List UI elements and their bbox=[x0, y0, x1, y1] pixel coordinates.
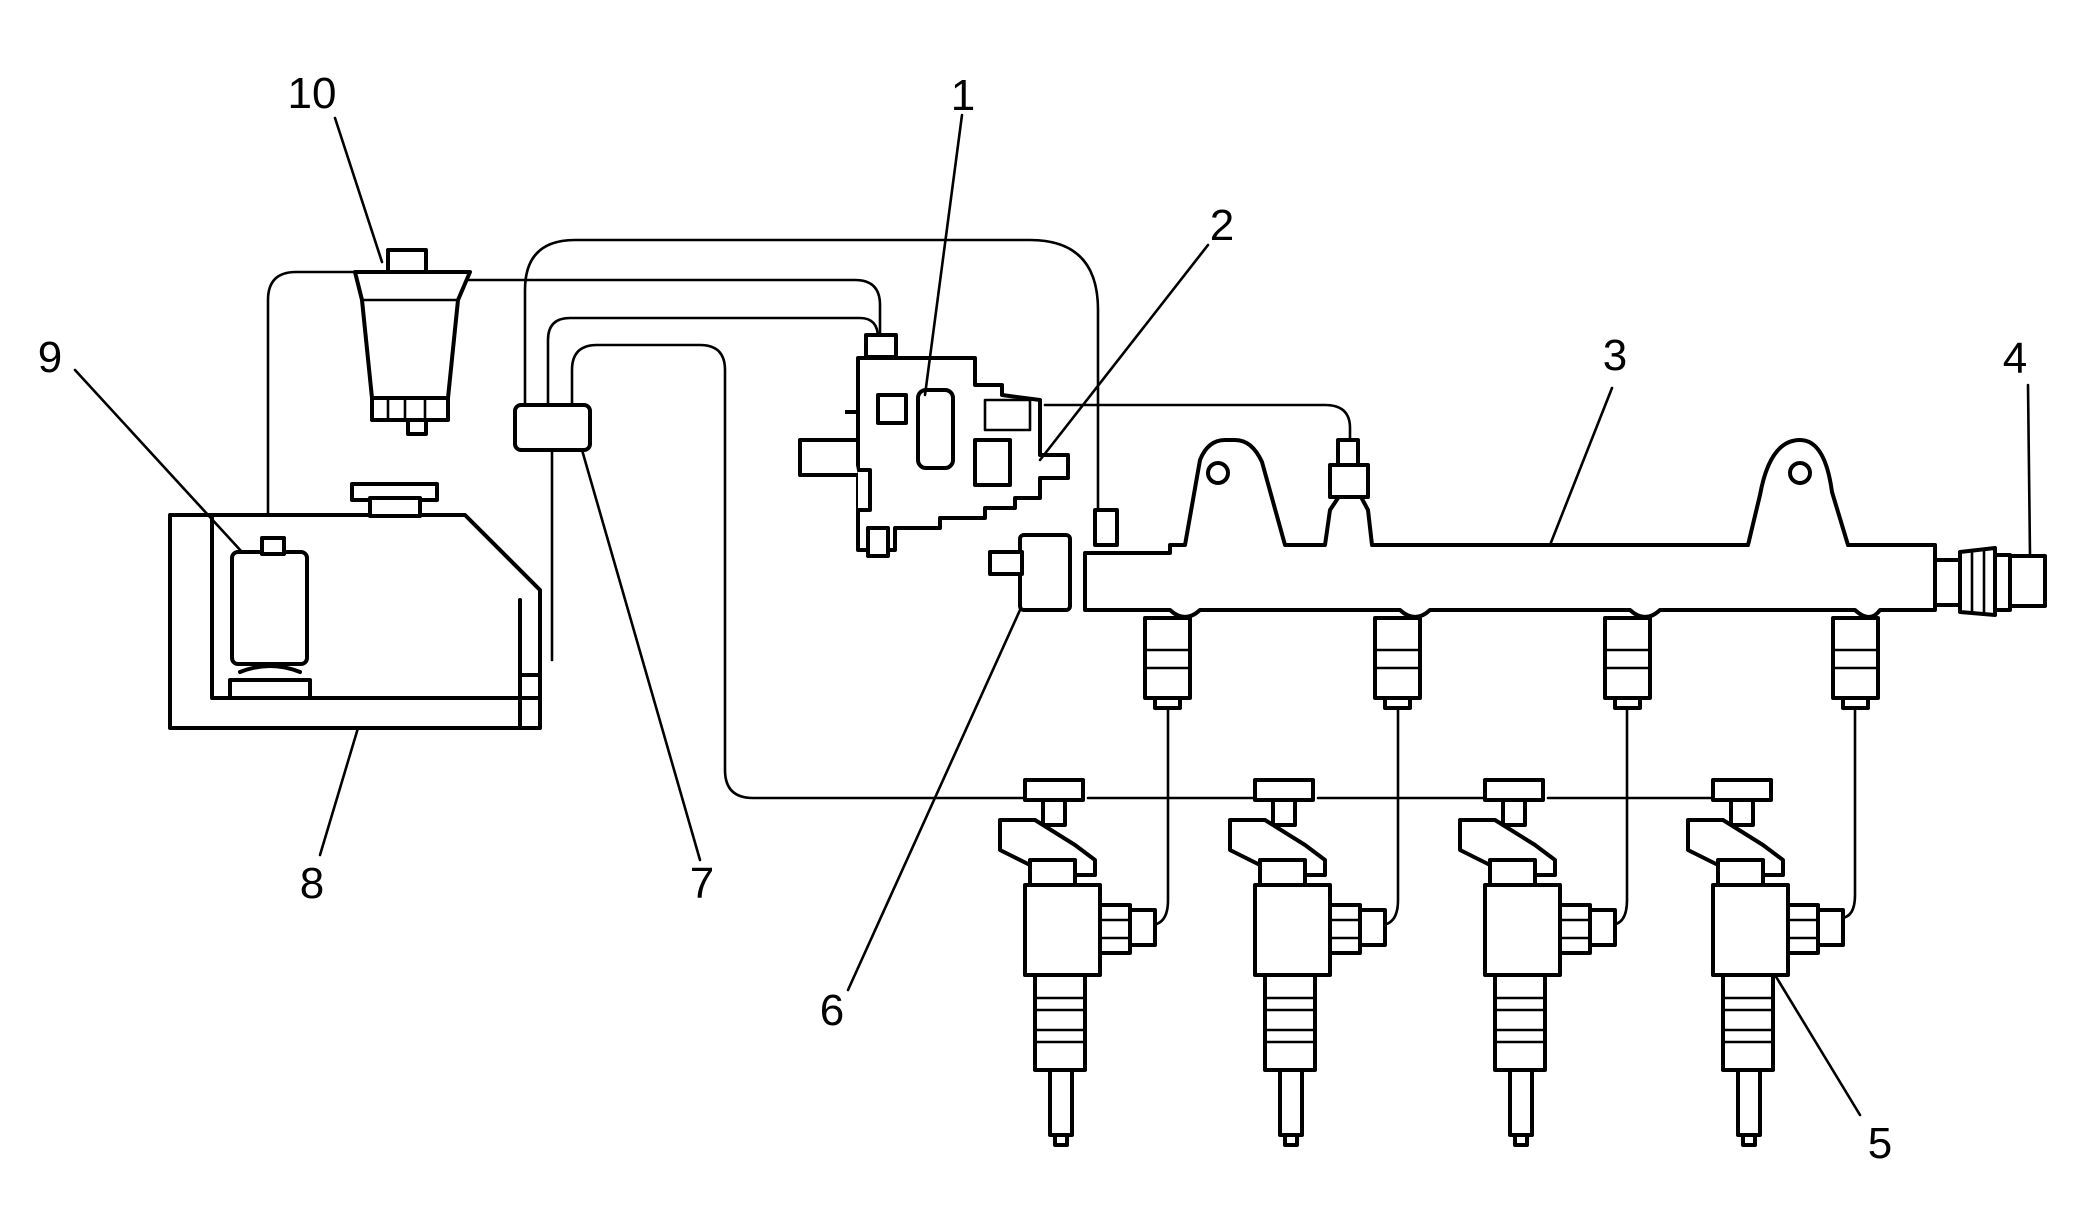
leader-1 bbox=[923, 113, 964, 397]
callout-4: 4 bbox=[2003, 334, 2027, 383]
fuel-injectors bbox=[998, 778, 1845, 1147]
callout-3: 3 bbox=[1603, 331, 1627, 380]
leak-off-return-line bbox=[570, 343, 1032, 800]
leader-6 bbox=[846, 608, 1022, 992]
callout-9: 9 bbox=[38, 333, 62, 382]
rail-pressure-sensor bbox=[988, 533, 1072, 612]
callout-5: 5 bbox=[1868, 1119, 1892, 1168]
leader-3 bbox=[1548, 386, 1614, 547]
callout-6: 6 bbox=[820, 986, 844, 1035]
leader-7 bbox=[580, 448, 702, 862]
callout-10: 10 bbox=[288, 69, 337, 118]
return-line-middle bbox=[546, 316, 880, 407]
pressure-limiting-valve bbox=[1933, 546, 2047, 617]
leader-8 bbox=[318, 726, 360, 857]
leader-9 bbox=[73, 368, 244, 554]
fuel-tank bbox=[168, 482, 542, 730]
fuel-injector-4 bbox=[1686, 778, 1845, 1147]
fuel-injector-1 bbox=[998, 778, 1157, 1147]
callout-7: 7 bbox=[690, 859, 714, 908]
leader-2 bbox=[1038, 243, 1210, 462]
callout-8: 8 bbox=[300, 859, 324, 908]
fuel-injector-2 bbox=[1228, 778, 1387, 1147]
fuel-injector-3 bbox=[1458, 778, 1617, 1147]
leader-5 bbox=[1773, 973, 1862, 1117]
fuel-filter bbox=[353, 248, 472, 436]
supply-line-filter-to-pump bbox=[463, 278, 882, 342]
rail-outlets bbox=[1143, 616, 1880, 710]
callout-2: 2 bbox=[1210, 201, 1234, 250]
callout-1: 1 bbox=[951, 71, 975, 120]
high-pressure-pump bbox=[798, 333, 1070, 558]
callout-labels: 1 2 3 4 5 6 7 8 9 10 bbox=[38, 69, 2027, 1168]
return-line-outer bbox=[523, 238, 1100, 517]
sensor-line-pump-to-rail bbox=[1043, 403, 1352, 442]
leader-10 bbox=[333, 116, 384, 264]
leader-4 bbox=[2026, 383, 2032, 557]
tank-fuel-pump bbox=[230, 536, 309, 674]
supply-line-tank-to-filter bbox=[266, 270, 362, 542]
return-line-connector bbox=[513, 403, 592, 452]
fuel-rail bbox=[1083, 438, 2047, 710]
leader-lines bbox=[73, 113, 2032, 1117]
